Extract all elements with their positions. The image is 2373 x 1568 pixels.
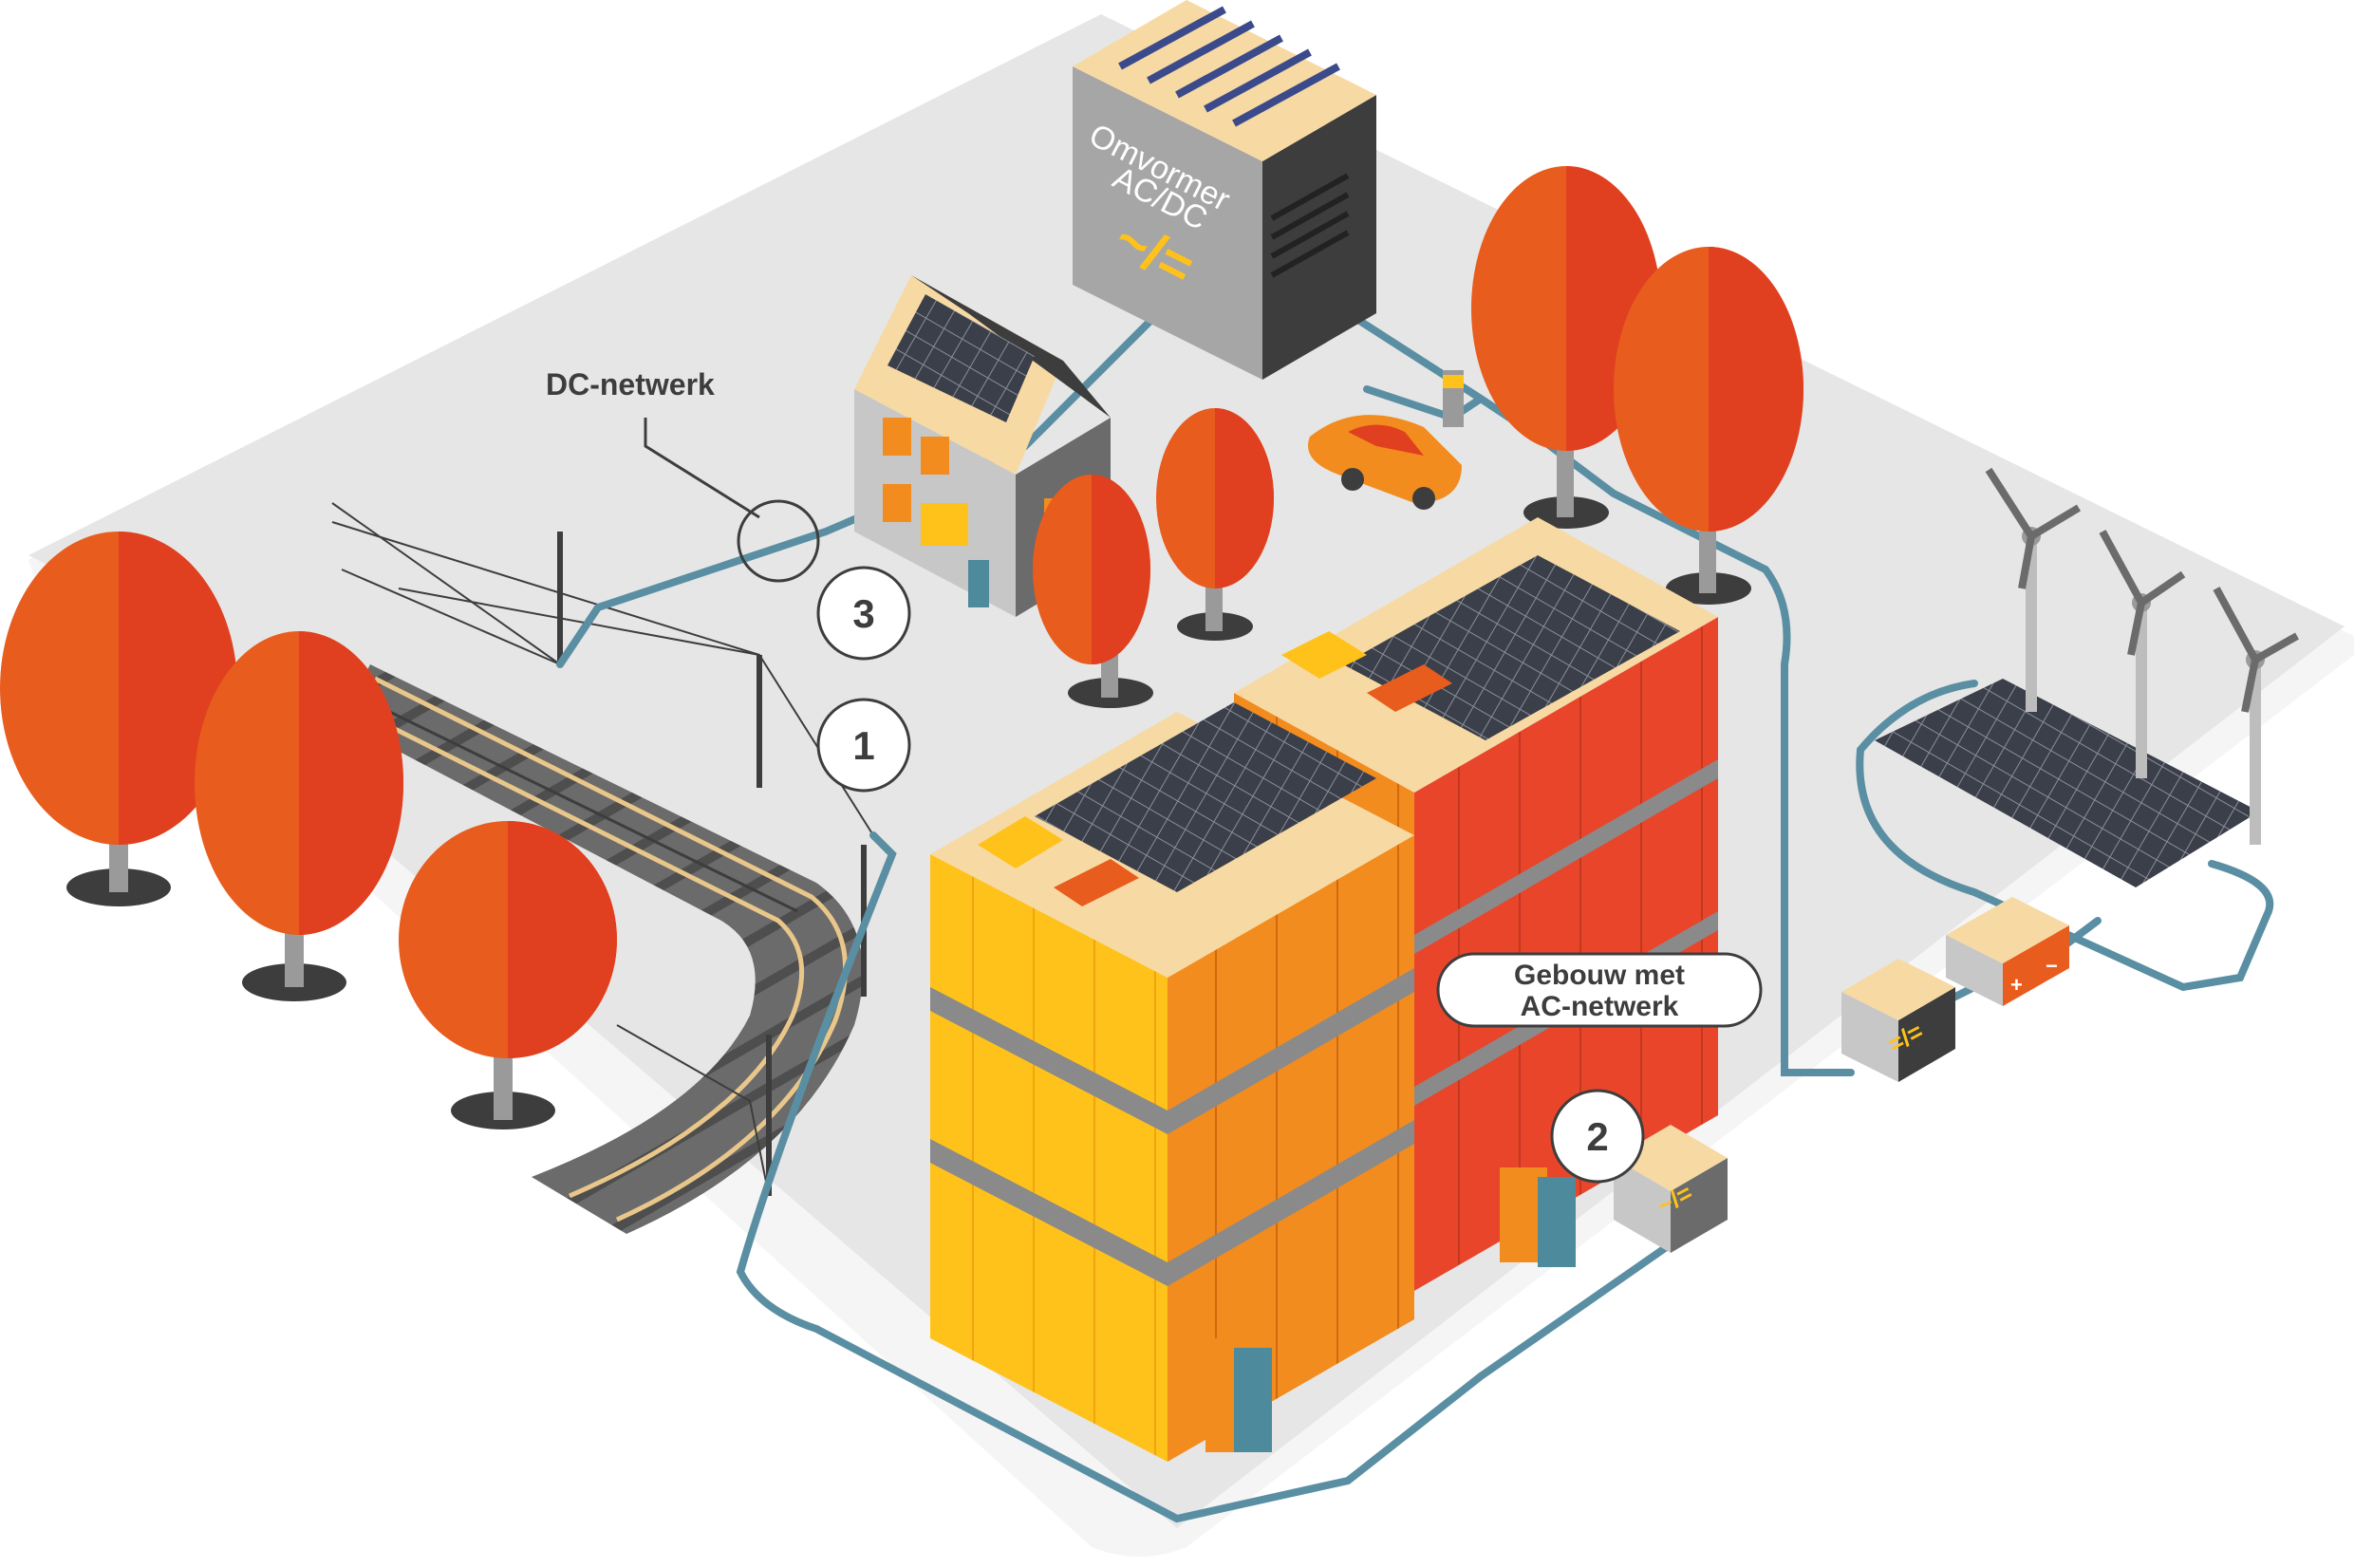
dc-network-label: DC-netwerk <box>546 367 715 401</box>
building-ac-callout: Gebouw met AC-netwerk <box>1436 952 1763 1028</box>
solar-farm <box>1875 679 2259 887</box>
wind-turbine-1 <box>1985 467 2082 712</box>
electric-car <box>1308 415 1462 510</box>
dc-cable <box>556 309 2274 1523</box>
ev-charger <box>1443 370 1464 427</box>
marker-1-number: 1 <box>852 723 874 768</box>
wind-turbine-3 <box>2213 587 2299 845</box>
office-building-front <box>930 702 1414 1462</box>
marker-1: 1 <box>816 698 911 793</box>
building-ac-label-line1: Gebouw met <box>1514 960 1685 991</box>
dc-network-callout: DC-netwerk <box>546 367 820 583</box>
marker-3-number: 3 <box>852 591 874 636</box>
building-converter: ~/= <box>1614 1125 1728 1253</box>
battery-plus-icon: + <box>2010 973 2023 997</box>
inverter-cabinet: Omvormer AC/DC ~/= <box>1073 0 1376 380</box>
battery: + − <box>1946 897 2069 1006</box>
tree-4 <box>1033 475 1153 708</box>
tree-3 <box>399 821 617 1129</box>
solar-converter: =/= <box>1841 959 1955 1082</box>
building-ac-label-line2: AC-netwerk <box>1521 991 1679 1022</box>
tree-1 <box>0 532 237 906</box>
marker-3: 3 <box>816 566 911 661</box>
marker-2-number: 2 <box>1586 1114 1608 1159</box>
tree-2 <box>195 631 403 1001</box>
wind-turbine-2 <box>2099 530 2186 778</box>
battery-minus-icon: − <box>2046 954 2058 978</box>
tree-7 <box>1614 247 1803 605</box>
tree-5 <box>1156 408 1274 641</box>
marker-2: 2 <box>1550 1089 1645 1184</box>
